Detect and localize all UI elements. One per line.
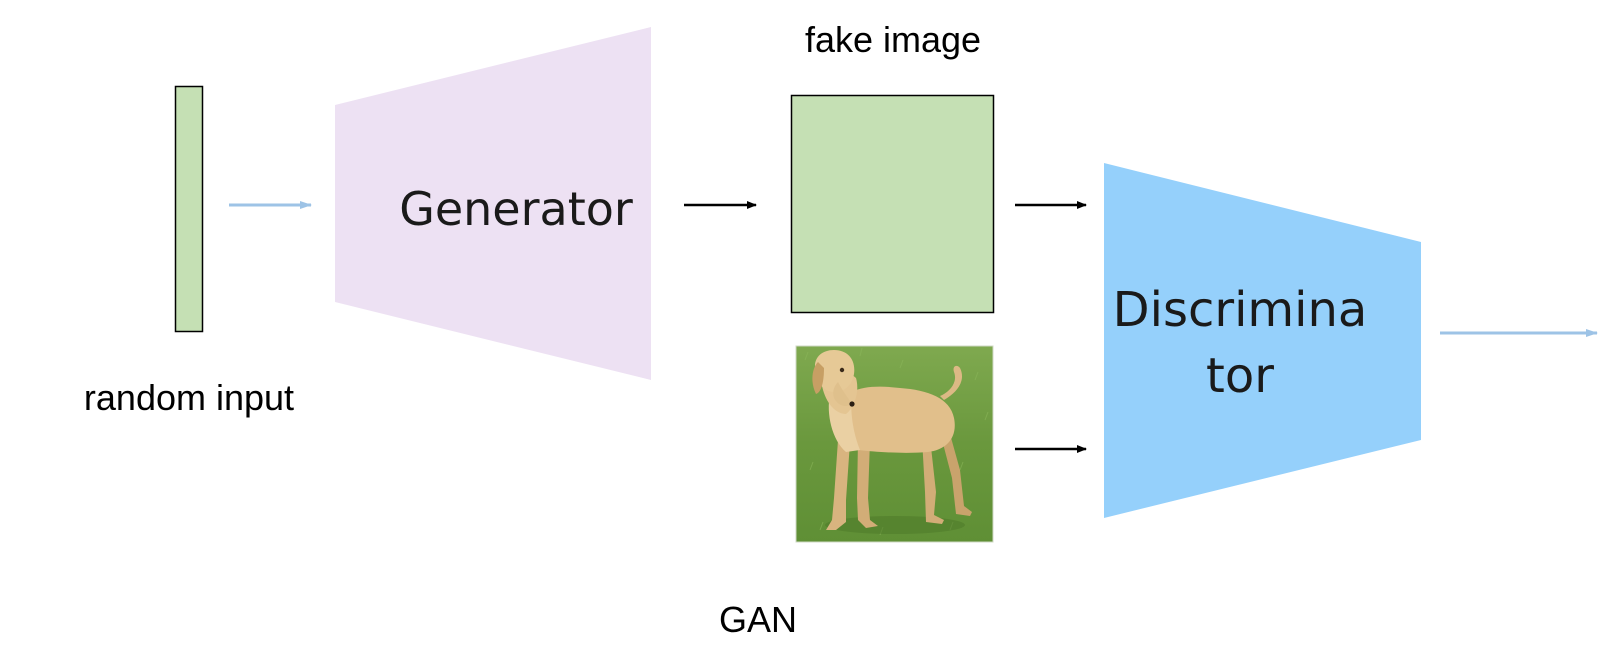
fake-image-label: fake image bbox=[805, 19, 981, 60]
generator-block bbox=[335, 27, 651, 380]
discriminator-label-line2: tor bbox=[1206, 348, 1274, 404]
discriminator-block bbox=[1104, 163, 1421, 518]
random-input-label: random input bbox=[84, 377, 294, 418]
dog-photo-icon bbox=[796, 346, 993, 542]
fake-image-box bbox=[790, 94, 995, 314]
discriminator-label-line1: Discrimina bbox=[1113, 282, 1368, 338]
noise-vector bbox=[174, 85, 204, 333]
diagram-caption: GAN bbox=[719, 599, 797, 640]
generator-label: Generator bbox=[399, 182, 633, 236]
real-image-frame bbox=[795, 345, 994, 543]
